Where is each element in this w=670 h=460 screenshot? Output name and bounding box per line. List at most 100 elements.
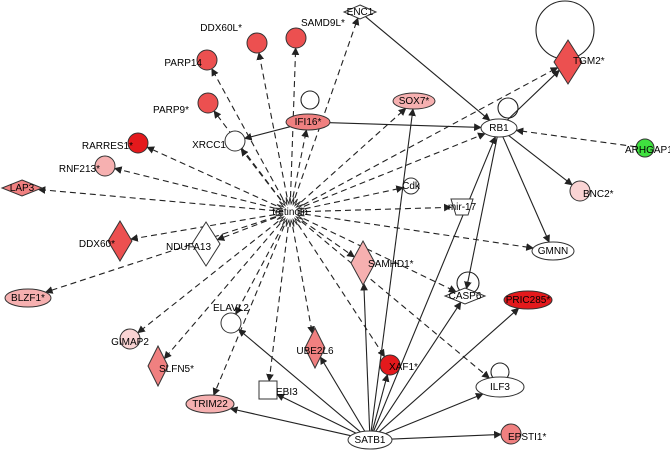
node-cdk[interactable]: Cdk [402,177,421,195]
edge-arhgap18-to-rb1 [515,127,637,148]
node-label-ndufa13: NDUFA13 [166,242,211,253]
node-shape-samd9l [285,27,307,49]
node-enc1[interactable]: ENC1 [342,4,378,20]
node-label-retinoin: tretinoin [272,207,308,218]
node-parp14[interactable]: PARP14 [164,49,218,71]
node-label-slfn5: SLFN5* [159,364,194,375]
node-shape-trim22 [185,394,235,414]
node-epsti1[interactable]: EPSTI1* [500,423,546,445]
edge-satb1-to-pric285 [378,307,520,433]
edge-retinoin-to-ddx60l [256,52,288,198]
node-shape-rnf213 [94,155,116,177]
node-lap3[interactable]: LAP3 [0,179,44,197]
edge-retinoin-to-rb1 [303,132,486,207]
edge-satb1-to-samhd1 [360,282,371,432]
edge-retinoin-to-rnf213 [113,166,276,209]
node-label-sox7: SOX7* [399,96,430,107]
edge-retinoin-to-elavl2 [235,224,284,315]
edge-retinoin-to-mir17 [304,203,452,213]
node-label-cdk: Cdk [402,181,421,192]
node-label-epsti1: EPSTI1* [508,432,546,443]
node-xrcc1[interactable]: XRCC1 [192,130,246,152]
edge-retinoin-to-ube2l6 [292,226,315,335]
node-label-rarres1: RARRES1* [82,141,133,152]
edge-satb1-to-elavl2 [238,328,361,433]
edge-retinoin-to-ebi3 [266,226,289,382]
node-arhgap18[interactable]: ARHGAP18 [625,138,670,158]
edge-retinoin-to-samhd1 [301,220,355,258]
node-rnf213[interactable]: RNF213* [59,155,116,177]
node-ndufa13[interactable]: NDUFA13 [166,221,221,267]
node-ube2l6[interactable]: UBE2L6 [296,326,334,370]
edge-enc1-to-rb1 [365,16,491,121]
self-loop-ifi16 [300,90,320,110]
node-shape-enc1 [342,4,378,20]
node-label-ube2l6: UBE2L6 [296,346,334,357]
node-trim22[interactable]: TRIM22 [185,394,235,414]
node-label-lap3: LAP3 [10,183,35,194]
node-shape-lap3 [0,179,44,197]
node-shape-ube2l6 [304,326,326,370]
edge-satb1-to-ilf3 [385,393,484,435]
node-ebi3[interactable]: EBI3 [258,380,298,400]
node-shape-tgm2 [553,39,583,85]
node-shape-elavl2 [220,312,242,334]
node-label-parp9: PARP9* [153,105,189,116]
node-casp6[interactable]: CASP6 [443,287,487,305]
node-label-rnf213: RNF213* [59,164,100,175]
edge-rb1-to-casp6 [464,136,498,290]
edge-retinoin-to-lap3 [37,186,276,212]
edge-retinoin-to-parp14 [211,68,284,200]
node-shape-gimap2 [119,328,141,350]
node-slfn5[interactable]: SLFN5* [147,344,194,388]
node-gmnn[interactable]: GMNN [531,241,575,261]
node-parp9[interactable]: PARP9* [153,92,219,116]
node-blzf1[interactable]: BLZF1* [4,288,52,308]
node-pric285[interactable]: PRIC285* [503,290,553,310]
node-label-elavl2: ELAVL2 [213,303,249,314]
node-shape-gmnn [531,241,575,261]
node-shape-ebi3 [258,380,278,400]
node-label-trim22: TRIM22 [192,399,228,410]
node-shape-bnc2 [569,180,591,202]
node-shape-pric285 [503,290,553,310]
edge-satb1-to-casp6 [375,301,462,432]
edge-satb1-to-epsti1 [391,430,502,440]
node-rarres1[interactable]: RARRES1* [82,132,149,154]
node-label-gmnn: GMNN [538,246,569,257]
self-loops-layer [300,0,595,382]
node-elavl2[interactable]: ELAVL2 [213,303,249,334]
node-retinoin[interactable]: tretinoin [272,196,308,228]
node-label-ebi3: EBI3 [276,387,298,398]
node-shape-xaf1 [379,354,401,376]
node-tgm2[interactable]: TGM2* [553,39,605,85]
node-rb1[interactable]: RB1 [480,118,518,138]
node-sox7[interactable]: SOX7* [392,92,436,110]
node-shape-xrcc1 [224,130,246,152]
node-samhd1[interactable]: SAMHD1* [350,239,414,287]
node-label-ddx60: DDX60* [79,239,115,250]
node-ilf3[interactable]: ILF3 [475,376,525,398]
node-ddx60[interactable]: DDX60* [79,220,133,262]
edge-retinoin-to-casp6 [303,217,457,293]
edge-retinoin-to-tgm2 [302,67,559,206]
node-samd9l[interactable]: SAMD9L* [285,18,345,49]
edge-retinoin-to-sox7 [300,107,407,203]
node-ddx60l[interactable]: DDX60L* [200,23,268,54]
edge-rb1-to-tgm2 [506,69,560,121]
edge-retinoin-to-rarres1 [146,146,277,207]
node-label-bnc2: BNC2* [583,189,614,200]
edge-retinoin-to-parp9 [213,110,282,201]
node-label-ifi16: IFI16* [295,117,322,128]
node-ifi16[interactable]: IFI16* [285,113,331,131]
node-mir17[interactable]: mir-17 [448,198,477,216]
edge-rb1-to-bnc2 [508,135,573,186]
node-shape-blzf1 [4,288,52,308]
edge-retinoin-to-ndufa13 [216,216,277,241]
node-bnc2[interactable]: BNC2* [569,180,614,202]
node-satb1[interactable]: SATB1 [347,430,393,450]
node-shape-samhd1 [350,239,376,287]
edge-satb1-to-trim22 [229,406,351,437]
node-xaf1[interactable]: XAF1* [379,354,418,376]
node-gimap2[interactable]: GIMAP2 [111,328,149,350]
